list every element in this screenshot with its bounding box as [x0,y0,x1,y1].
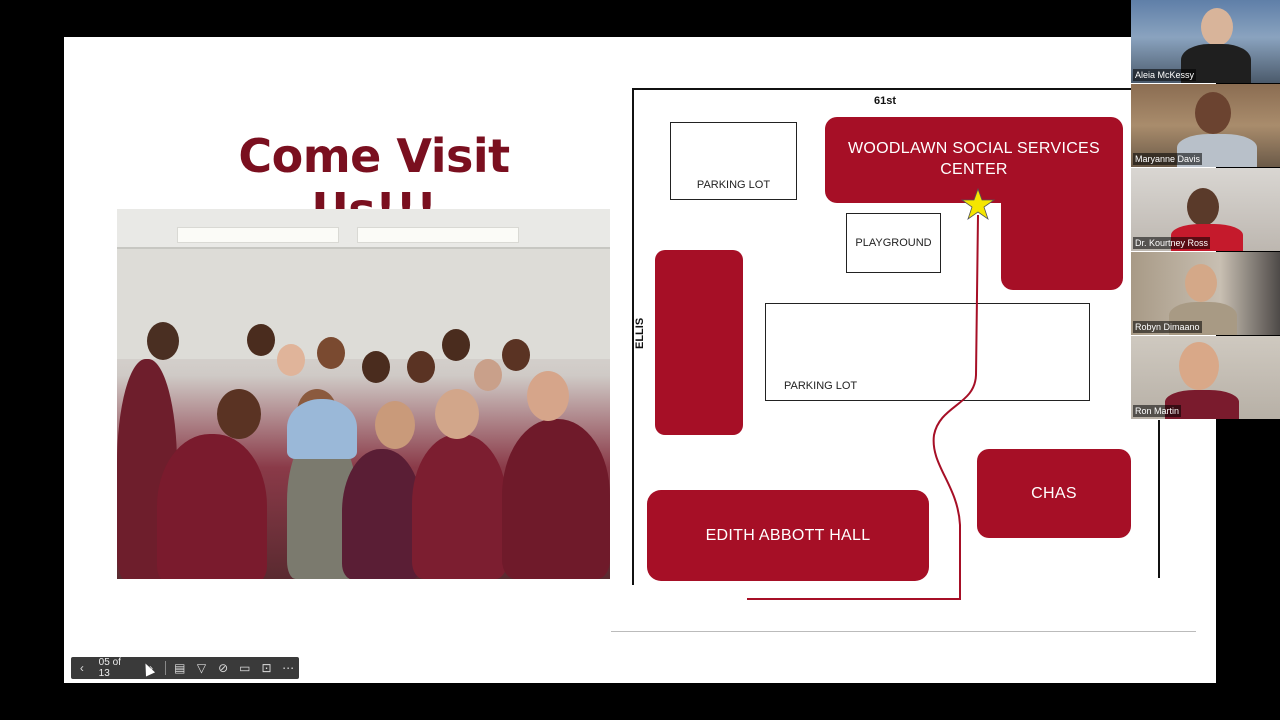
pen-icon[interactable]: ▽ [196,661,207,675]
photo-ceiling-light [357,227,519,243]
photo-person [342,449,422,579]
screen-share-icon[interactable]: ⊡ [261,661,272,675]
woodlawn-building-extension [1001,195,1123,290]
walking-route [747,187,996,600]
controls-separator [164,661,166,675]
photo-person-head [277,344,305,376]
participant-avatar [1179,342,1219,390]
participant-tile[interactable]: Maryanne Davis [1131,84,1280,167]
keyboard-icon[interactable]: ▤ [174,661,186,675]
participant-name: Maryanne Davis [1133,153,1203,165]
woodlawn-social-services-center: WOODLAWN SOCIAL SERVICES CENTER [825,117,1123,203]
participant-avatar [1195,92,1231,134]
participant-name: Robyn Dimaano [1133,321,1202,333]
photo-person [502,419,610,579]
photo-person-head [407,351,435,383]
photo-person [157,434,267,579]
photo-person [287,399,357,459]
presentation-controls: ‹ 05 of 13 › ▤ ▽ ⊘ ▭ ⊡ ⋯ [71,657,299,679]
parking-lot-north: PARKING LOT [670,122,797,200]
map-street-line [1158,420,1160,578]
subtitles-off-icon[interactable]: ⊘ [218,661,229,675]
photo-person-head [502,339,530,371]
campus-map: 61st ELLIS PARKING LOT WOODLAWN SOCIAL S… [630,85,1160,605]
photo-person-head [474,359,502,391]
edith-abbott-hall: EDITH ABBOTT HALL [647,490,929,581]
camera-icon[interactable]: ▭ [239,661,251,675]
photo-ceiling-light [177,227,339,243]
map-street-line [632,88,634,585]
participant-name: Ron Martin [1133,405,1182,417]
group-photo [117,209,610,579]
photo-person-head [317,337,345,369]
participant-tile[interactable]: Ron Martin [1131,336,1280,419]
photo-person-head [527,371,569,421]
chas-building: CHAS [977,449,1131,538]
photo-person-head [147,322,179,360]
participant-avatar [1201,8,1233,46]
star-icon [960,187,996,221]
street-label-61st: 61st [874,95,897,107]
more-options-icon[interactable]: ⋯ [282,661,295,675]
participant-name: Dr. Kourtney Ross [1133,237,1211,249]
photo-person-head [247,324,275,356]
participant-tile[interactable]: Aleia McKessy [1131,0,1280,83]
playground: PLAYGROUND [846,213,941,273]
participant-tile[interactable]: Robyn Dimaano [1131,252,1280,335]
map-street-line [632,88,1132,90]
photo-person [412,434,507,579]
chevron-right-icon[interactable]: › [149,661,154,675]
chevron-left-icon[interactable]: ‹ [79,661,84,675]
presentation-slide: Come Visit Us!!! 61st ELLIS [64,37,1216,683]
photo-person-head [435,389,479,439]
photo-wall [117,249,610,359]
photo-person-head [362,351,390,383]
parking-lot-south: PARKING LOT [765,303,1090,401]
photo-person-head [217,389,261,439]
photo-person-head [442,329,470,361]
page-indicator: 05 of 13 [98,657,121,679]
ellis-building [655,250,743,435]
participant-video-strip: Aleia McKessy Maryanne Davis Dr. Kourtne… [1131,0,1280,420]
participant-tile[interactable]: Dr. Kourtney Ross [1131,168,1280,251]
slide-divider [611,631,1196,632]
route-path [747,214,979,600]
photo-person-head [375,401,415,449]
participant-avatar [1187,188,1219,226]
participant-avatar [1185,264,1217,302]
participant-name: Aleia McKessy [1133,69,1197,81]
